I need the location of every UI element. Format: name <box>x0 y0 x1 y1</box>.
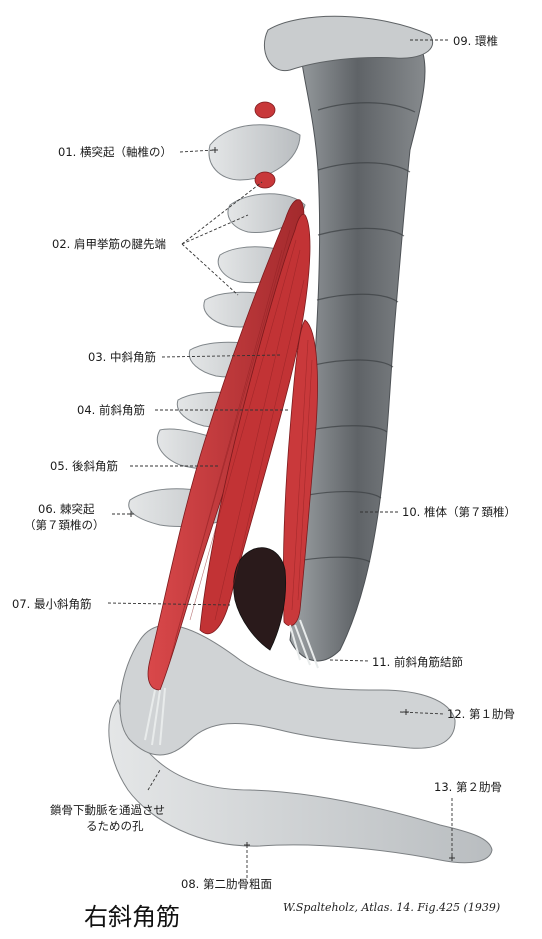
label-middle-scalene: 03. 中斜角筋 <box>88 350 156 364</box>
label-subclavian-groove-a: 鎖骨下動脈を通過させ <box>50 803 165 817</box>
muscle-fibers <box>169 229 313 661</box>
label-spinous-process-sub: （第７頚椎の） <box>24 518 105 532</box>
levator-tendon-tips <box>254 101 276 189</box>
vertebral-bodies <box>302 102 416 563</box>
figure-title: 右斜角筋 <box>84 903 180 931</box>
scalenus-minimus <box>233 547 286 651</box>
label-second-rib-tuberosity: 08. 第二肋骨粗面 <box>181 877 272 891</box>
middle-scalene <box>199 213 311 635</box>
label-atlas: 09. 環椎 <box>453 34 498 48</box>
figure-credit: W.Spalteholz, Atlas. 14. Fig.425 (1939) <box>283 901 501 914</box>
label-scalene-tubercle: 11. 前斜角筋結節 <box>372 655 463 669</box>
label-levator-tendon: 02. 肩甲挙筋の腱先端 <box>52 237 166 251</box>
label-scalenus-minimus: 07. 最小斜角筋 <box>12 597 92 611</box>
label-transverse-process: 01. 横突起（軸椎の） <box>58 145 172 159</box>
label-posterior-scalene: 05. 後斜角筋 <box>50 459 118 473</box>
second-rib <box>108 698 493 864</box>
label-subclavian-groove-b: るための孔 <box>86 819 144 833</box>
label-spinous-process: 06. 棘突起 <box>38 502 95 516</box>
label-anterior-scalene: 04. 前斜角筋 <box>77 403 145 417</box>
cervical-spine <box>289 32 426 662</box>
label-first-rib: 12. 第１肋骨 <box>447 707 515 721</box>
first-rib <box>119 624 456 756</box>
label-second-rib: 13. 第２肋骨 <box>434 780 502 794</box>
tendons <box>144 619 319 746</box>
atlas <box>263 15 433 72</box>
label-vertebral-body: 10. 椎体（第７頚椎） <box>402 505 516 519</box>
scalene-muscles <box>147 199 318 691</box>
anterior-scalene <box>282 319 318 627</box>
leader-markers <box>128 147 455 861</box>
